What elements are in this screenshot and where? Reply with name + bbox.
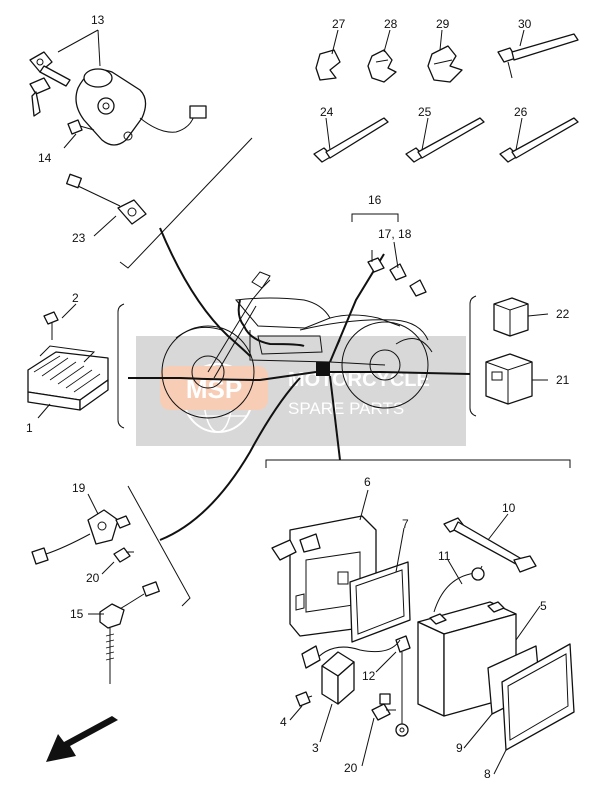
- part-10-battery-band: [443, 517, 537, 573]
- wiring-harness: [128, 227, 471, 541]
- part-7-cover: [349, 561, 411, 643]
- part-25-cable-tie: [405, 117, 485, 163]
- callout-16: 16: [368, 193, 382, 207]
- part-17-fuse: [367, 257, 385, 273]
- callout-7: 7: [402, 517, 409, 531]
- part-22-relay: [493, 297, 529, 337]
- callout-19: 19: [72, 481, 86, 495]
- part-20-screw-left: [113, 547, 134, 563]
- part-14-screw: [67, 119, 95, 135]
- callout-12: 12: [362, 669, 376, 683]
- part-19-switch: [31, 509, 131, 565]
- callout-8: 8: [484, 767, 491, 781]
- leader-lines: [37, 29, 549, 775]
- part-23-sensor: [66, 173, 147, 225]
- callout-29: 29: [436, 17, 450, 31]
- part-13-main-switch: [29, 51, 207, 146]
- part-28-clip: [367, 49, 397, 83]
- part-29-clip: [427, 45, 463, 83]
- callout-26: 26: [514, 105, 528, 119]
- callout-6: 6: [364, 475, 371, 489]
- callout-28: 28: [384, 17, 398, 31]
- watermark-line2: SPARE PARTS: [288, 399, 404, 418]
- callout-24: 24: [320, 105, 334, 119]
- callout-1: 1: [26, 421, 33, 435]
- callout-20-left: 20: [86, 571, 100, 585]
- callout-10: 10: [502, 501, 516, 515]
- callout-11: 11: [438, 549, 451, 563]
- callout-14: 14: [38, 151, 52, 165]
- callout-17-18: 17, 18: [378, 227, 412, 241]
- part-1-rectifier: [27, 345, 109, 411]
- part-15-neutral-switch: [99, 581, 160, 684]
- part-20-screw-right: [371, 703, 396, 721]
- motorcycle-outline: [161, 271, 433, 419]
- part-24-cable-tie: [313, 117, 389, 163]
- group-brackets: [117, 137, 571, 607]
- callout-20-right: 20: [344, 761, 358, 775]
- callout-numbers: 13 14 23 2 1 16 17, 18 22 21 27 28 29 30…: [26, 13, 570, 781]
- callout-2: 2: [72, 291, 79, 305]
- callout-5: 5: [540, 599, 547, 613]
- callout-25: 25: [418, 105, 432, 119]
- callout-13: 13: [91, 13, 105, 27]
- part-30-cable-tie: [497, 33, 579, 79]
- callout-4: 4: [280, 715, 287, 729]
- callout-9: 9: [456, 741, 463, 755]
- part-21-flasher-relay: [485, 353, 533, 405]
- callout-21: 21: [556, 373, 570, 387]
- part-2-bolt: [43, 311, 59, 340]
- callout-3: 3: [312, 741, 319, 755]
- front-direction-arrow: [46, 716, 118, 762]
- part-8-pad: [501, 643, 575, 751]
- part-27-clip: [315, 49, 341, 81]
- part-26-cable-tie: [499, 117, 579, 163]
- part-18-fuse: [389, 263, 427, 297]
- part-starter-relay: [295, 639, 401, 707]
- callout-23: 23: [72, 231, 86, 245]
- part-12-lead-wire: [379, 635, 411, 737]
- callout-15: 15: [70, 607, 84, 621]
- callout-22: 22: [556, 307, 570, 321]
- callout-30: 30: [518, 17, 532, 31]
- callout-27: 27: [332, 17, 346, 31]
